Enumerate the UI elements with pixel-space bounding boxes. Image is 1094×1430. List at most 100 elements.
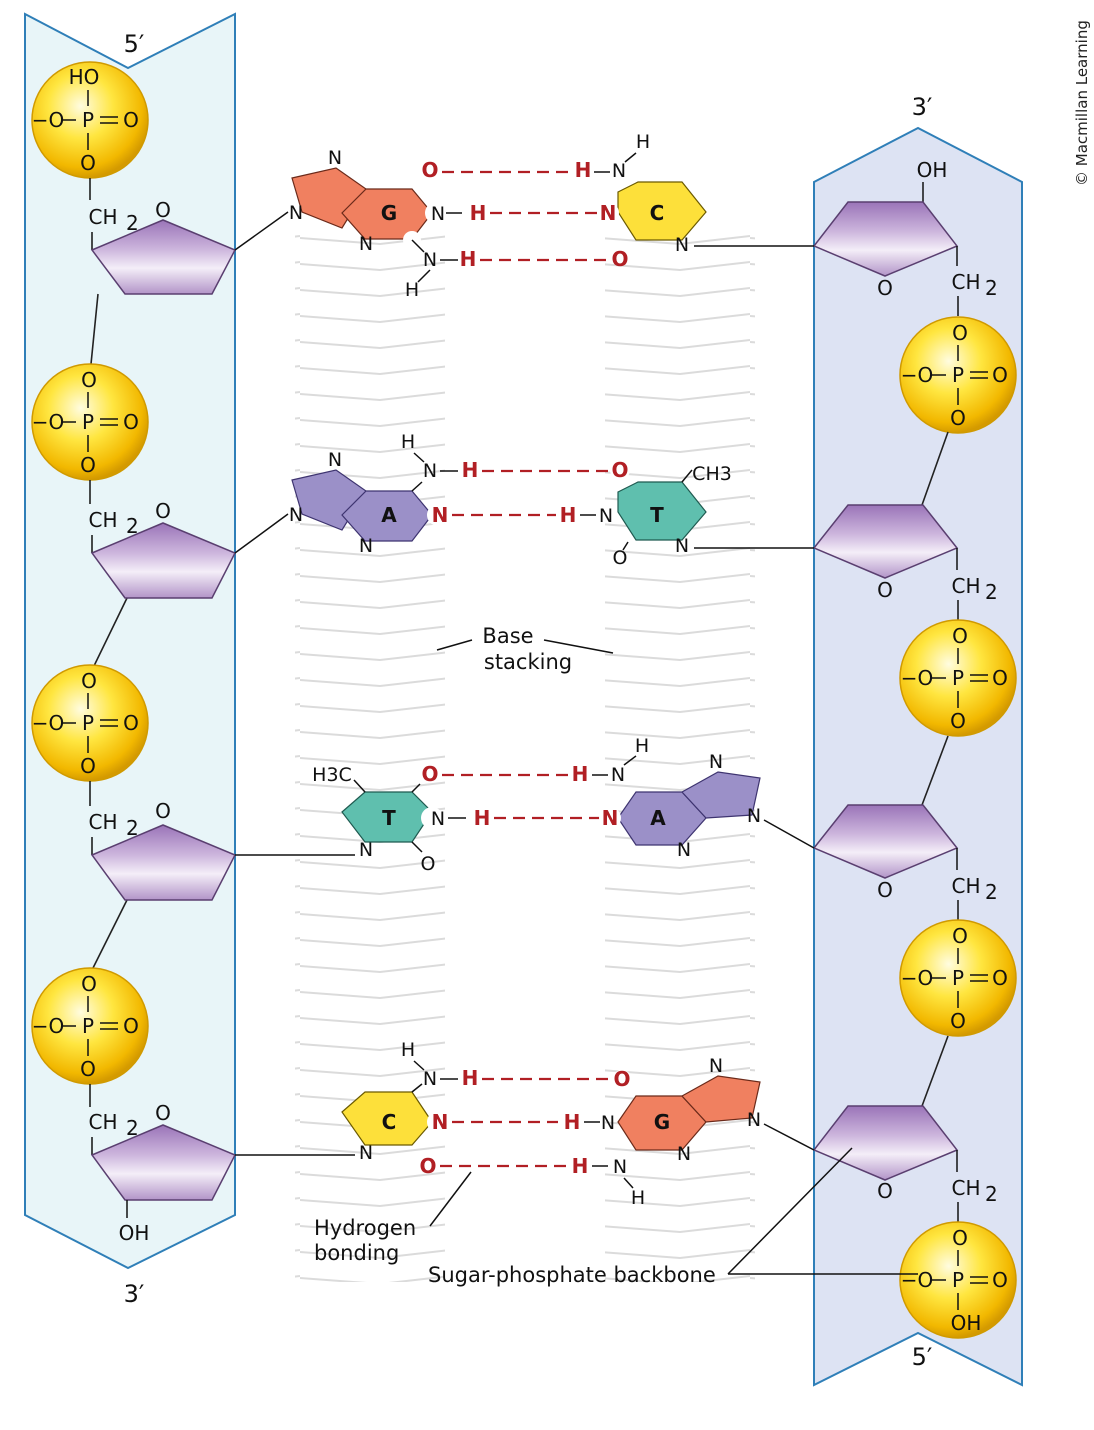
svg-text:P: P: [952, 666, 964, 690]
svg-text:O: O: [155, 1101, 171, 1125]
svg-text:−O: −O: [901, 666, 934, 690]
svg-text:−O: −O: [901, 1268, 934, 1292]
thymine-base: T O H N O N CH3: [560, 458, 814, 569]
svg-text:O: O: [123, 711, 139, 735]
left-strand-panel: [24, 12, 236, 1270]
svg-text:−O: −O: [32, 1014, 65, 1038]
svg-text:O: O: [123, 410, 139, 434]
svg-text:N: N: [359, 233, 373, 255]
deoxyribose-sugar: O CH 2: [812, 1105, 998, 1222]
left-bottom-end-label: 3′: [124, 1280, 145, 1308]
svg-text:O: O: [80, 754, 96, 778]
svg-text:T: T: [382, 806, 396, 830]
svg-text:P: P: [952, 1268, 964, 1292]
svg-text:O: O: [952, 624, 968, 648]
svg-text:C: C: [382, 1110, 397, 1134]
svg-text:2: 2: [126, 514, 139, 538]
svg-text:O: O: [421, 158, 438, 182]
svg-text:O: O: [80, 151, 96, 175]
svg-text:N: N: [602, 806, 619, 830]
phosphate-group: O P −O O O: [899, 316, 1017, 434]
svg-text:N: N: [431, 203, 445, 225]
svg-text:O: O: [80, 453, 96, 477]
svg-text:stacking: stacking: [484, 650, 572, 674]
left-top-end-label: 5′: [124, 30, 145, 58]
svg-text:O: O: [155, 499, 171, 523]
guanine-base: G O H N H N H N N N: [564, 1055, 815, 1209]
svg-text:O: O: [952, 1226, 968, 1250]
phosphate-group: O P −O O OH: [899, 1221, 1017, 1339]
adenine-base: A N N N N H H N: [289, 431, 478, 557]
svg-text:O: O: [155, 198, 171, 222]
svg-text:H: H: [462, 458, 479, 482]
right-strand: OH O CH 2 O P −O O O O CH: [812, 158, 1017, 1339]
svg-text:N: N: [709, 1055, 723, 1077]
svg-text:O: O: [992, 666, 1008, 690]
svg-text:O: O: [419, 1154, 436, 1178]
svg-text:Hydrogen: Hydrogen: [314, 1216, 416, 1240]
svg-text:O: O: [81, 368, 97, 392]
hydrogen-bonds: [452, 469, 608, 517]
svg-text:2: 2: [985, 580, 998, 604]
svg-text:N: N: [747, 1109, 761, 1131]
svg-text:N: N: [601, 1112, 615, 1134]
svg-text:O: O: [81, 972, 97, 996]
deoxyribose-sugar: CH 2 O: [88, 178, 237, 295]
deoxyribose-sugar: OH O CH 2: [812, 158, 998, 316]
svg-text:N: N: [423, 249, 437, 271]
svg-text:N: N: [359, 1142, 373, 1164]
svg-text:H: H: [575, 158, 592, 182]
svg-text:O: O: [877, 578, 893, 602]
svg-text:N: N: [328, 449, 342, 471]
svg-text:Sugar-phosphate backbone: Sugar-phosphate backbone: [428, 1263, 716, 1287]
svg-text:2: 2: [985, 880, 998, 904]
svg-text:P: P: [82, 108, 94, 132]
svg-text:H: H: [635, 735, 649, 757]
svg-text:P: P: [82, 711, 94, 735]
svg-text:N: N: [613, 1156, 627, 1178]
svg-text:bonding: bonding: [314, 1241, 399, 1265]
adenine-base: A H N H N N N N: [572, 735, 815, 861]
svg-text:O: O: [421, 762, 438, 786]
svg-text:CH: CH: [951, 874, 980, 898]
copyright-credit: © Macmillan Learning: [1073, 20, 1091, 186]
svg-text:O: O: [877, 276, 893, 300]
svg-text:H3C: H3C: [312, 764, 352, 786]
svg-text:−O: −O: [32, 108, 65, 132]
svg-text:N: N: [677, 839, 691, 861]
svg-text:O: O: [992, 966, 1008, 990]
svg-text:N: N: [359, 839, 373, 861]
svg-text:H: H: [572, 1154, 589, 1178]
svg-text:−O: −O: [32, 410, 65, 434]
svg-text:N: N: [600, 201, 617, 225]
svg-text:H: H: [462, 1066, 479, 1090]
svg-text:N: N: [677, 1143, 691, 1165]
phosphate-group: O P −O O O: [31, 967, 149, 1085]
svg-text:Base: Base: [482, 624, 533, 648]
base-stacking-shadows: [295, 232, 755, 1282]
svg-text:2: 2: [126, 211, 139, 235]
svg-text:N: N: [289, 202, 303, 224]
svg-text:OH: OH: [917, 158, 948, 182]
svg-text:O: O: [950, 1009, 966, 1033]
svg-text:H: H: [636, 131, 650, 153]
svg-text:H: H: [401, 1039, 415, 1061]
hydrogen-bonding-label: Hydrogen bonding: [314, 1171, 472, 1265]
svg-text:O: O: [950, 709, 966, 733]
svg-text:N: N: [431, 808, 445, 830]
svg-text:N: N: [675, 234, 689, 256]
svg-text:N: N: [612, 160, 626, 182]
base-pair-g-c: G N N N N N H O H H C H N: [234, 131, 814, 301]
svg-text:O: O: [155, 799, 171, 823]
svg-text:OH: OH: [951, 1311, 982, 1335]
svg-text:H: H: [470, 201, 487, 225]
svg-text:CH: CH: [951, 574, 980, 598]
base-pair-c-g: C N H H N O N G O H N H N: [235, 1039, 815, 1209]
svg-text:O: O: [123, 108, 139, 132]
svg-text:N: N: [423, 1068, 437, 1090]
hydrogen-bonds: [442, 170, 608, 262]
svg-text:A: A: [650, 806, 666, 830]
deoxyribose-sugar: CH 2 O: [88, 480, 237, 599]
svg-text:O: O: [952, 321, 968, 345]
